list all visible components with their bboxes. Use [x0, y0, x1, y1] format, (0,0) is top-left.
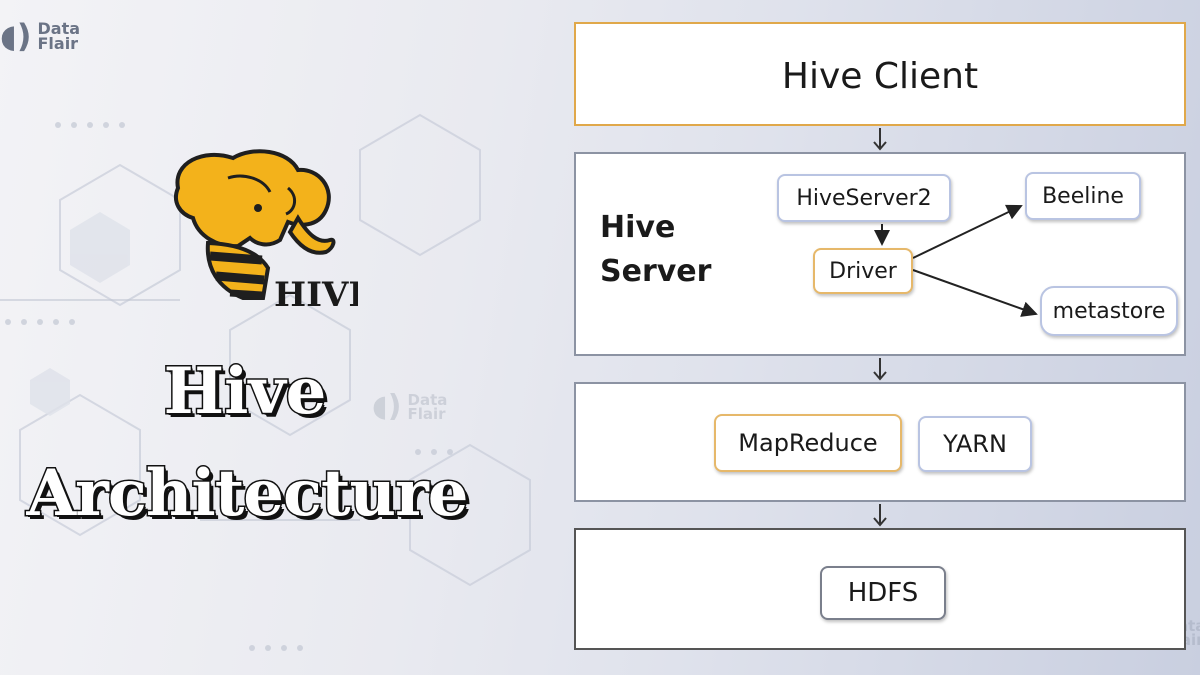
watermark-line2: Flair	[407, 405, 446, 423]
execution-engine-panel: MapReduce YARN	[574, 382, 1186, 502]
mapreduce-node: MapReduce	[714, 414, 902, 472]
hdfs-node: HDFS	[820, 566, 946, 620]
driver-node: Driver	[813, 248, 913, 294]
dataflair-mark-icon: ◖)	[0, 17, 32, 55]
hive-server-title-line2: Server	[600, 253, 712, 289]
hive-server-title: Hive Server	[600, 206, 730, 293]
storage-panel: HDFS	[574, 528, 1186, 650]
arrow-down-icon	[873, 128, 887, 151]
hive-bee-elephant-logo-icon: HIVE	[173, 149, 358, 315]
metastore-node: metastore	[1040, 286, 1178, 336]
brand-line2: Flair	[37, 34, 79, 53]
driver-to-metastore-arrow	[912, 269, 1038, 317]
hive-client-panel: Hive Client	[574, 22, 1186, 126]
beeline-node: Beeline	[1025, 172, 1141, 220]
watermark-logo: ◖) Data Flair	[372, 392, 447, 422]
hive-client-title: Hive Client	[781, 56, 979, 97]
page-title-line2: Architecture	[25, 456, 470, 531]
yarn-node: YARN	[918, 416, 1032, 472]
watermark-line1: Data	[407, 390, 448, 409]
brand-line1: Data	[37, 18, 81, 38]
hiveserver2-node: HiveServer2	[777, 174, 951, 222]
arrow-down-icon	[873, 358, 887, 381]
page-title-line1: Hive	[162, 354, 328, 429]
hive-server-panel: Hive Server HiveServer2 Driver Beeline m…	[574, 152, 1186, 356]
dataflair-logo: ◖) Data Flair	[0, 20, 80, 52]
arrow-down-icon	[873, 504, 887, 527]
hive-server-title-line1: Hive	[600, 210, 676, 245]
dataflair-mark-icon: ◖)	[372, 389, 402, 424]
hive-wordmark: HIVE	[274, 275, 358, 315]
